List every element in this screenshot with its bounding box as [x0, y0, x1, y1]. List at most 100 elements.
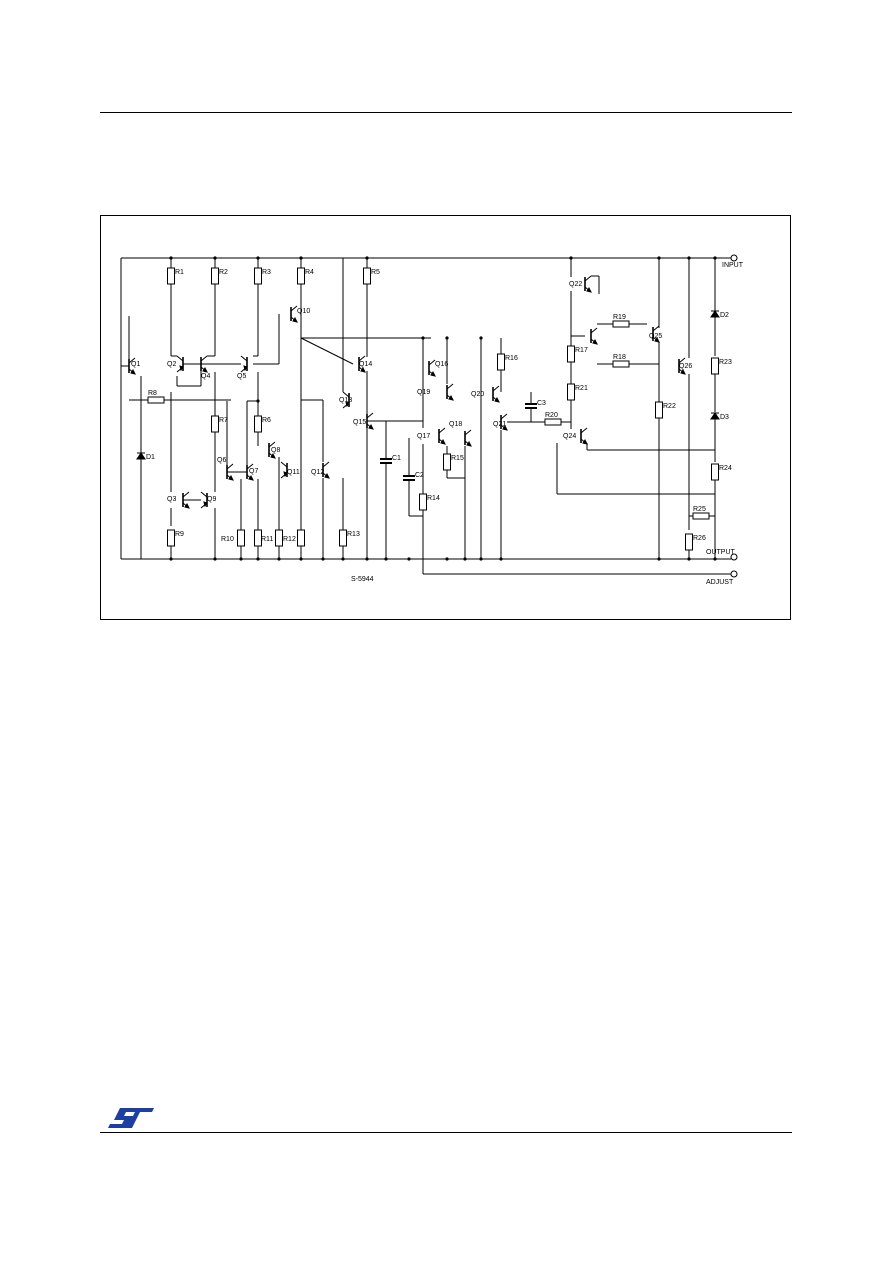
junction-dot — [479, 336, 483, 340]
transistor-q24-label: Q24 — [563, 433, 576, 440]
transistor-q9-label: Q9 — [207, 496, 216, 503]
resistor-r19 — [612, 320, 630, 328]
junction-dot — [239, 557, 243, 561]
transistor-q21 — [502, 425, 508, 431]
transistor-q6 — [226, 463, 234, 470]
junction-dot — [713, 256, 717, 260]
junction-dot — [713, 557, 717, 561]
resistor-r22 — [655, 401, 663, 419]
resistor-r15 — [443, 453, 451, 471]
junction-dot — [687, 557, 691, 561]
resistor-r13-label: R13 — [347, 531, 360, 538]
transistor-q10-label: Q10 — [297, 308, 310, 315]
resistor-r14-label: R14 — [427, 495, 440, 502]
transistor-q26 — [680, 369, 686, 375]
transistor-q15 — [368, 424, 374, 430]
transistor-q4-label: Q4 — [201, 373, 210, 380]
capacitor-c1-label: C1 — [392, 455, 401, 462]
resistor-r18-label: R18 — [613, 354, 626, 361]
junction-dot — [321, 557, 325, 561]
transistor-q2 — [176, 355, 184, 362]
transistor-q16 — [428, 359, 436, 366]
resistor-r16 — [497, 353, 505, 371]
transistor-q19 — [448, 395, 454, 401]
transistor-q15-label: Q15 — [353, 419, 366, 426]
resistor-r25-label: R25 — [693, 506, 706, 513]
transistor-q8-label: Q8 — [271, 447, 280, 454]
transistor-q11 — [283, 471, 288, 478]
capacitor-c2-label: C2 — [415, 472, 424, 479]
input-terminal — [730, 254, 738, 262]
junction-dot — [384, 557, 388, 561]
transistor-q1 — [130, 369, 136, 375]
transistor-q18 — [464, 429, 472, 436]
transistor-q8 — [270, 453, 276, 459]
transistor-q11-label: Q11 — [287, 469, 300, 476]
resistor-r18 — [612, 360, 630, 368]
resistor-r7-label: R7 — [219, 417, 228, 424]
junction-dot — [569, 256, 573, 260]
transistor-q12 — [322, 461, 330, 468]
transistor-q6 — [228, 475, 234, 481]
junction-dot — [365, 256, 369, 260]
diode-d2-label: D2 — [720, 312, 729, 319]
transistor-q7 — [246, 463, 254, 470]
resistor-r4 — [297, 267, 305, 285]
resistor-r21-label: R21 — [575, 385, 588, 392]
resistor-r5 — [363, 267, 371, 285]
transistor-q13 — [342, 391, 350, 398]
transistor-q7 — [248, 475, 254, 481]
junction-dot — [463, 557, 467, 561]
resistor-r26 — [685, 533, 693, 551]
transistor-q23 — [592, 339, 598, 345]
junction-dot — [421, 336, 425, 340]
resistor-r15-label: R15 — [451, 455, 464, 462]
transistor-q4 — [200, 355, 208, 362]
adjust-terminal-label: ADJUST — [706, 579, 734, 586]
junction-dot — [341, 557, 345, 561]
diode-d2 — [710, 310, 720, 318]
transistor-q2-label: Q2 — [167, 361, 176, 368]
capacitor-c3-label: C3 — [537, 400, 546, 407]
resistor-r12-label: R12 — [283, 536, 296, 543]
transistor-q15 — [366, 412, 374, 419]
resistor-r1-label: R1 — [175, 269, 184, 276]
input-terminal-label: INPUT — [722, 262, 744, 269]
resistor-r7 — [211, 415, 219, 433]
transistor-q25 — [652, 325, 660, 332]
resistor-r14 — [419, 493, 427, 511]
transistor-q4 — [202, 367, 208, 373]
st-logo — [108, 1108, 154, 1128]
junction-dot — [213, 256, 217, 260]
resistor-r5-label: R5 — [371, 269, 380, 276]
transistor-q5-label: Q5 — [237, 373, 246, 380]
resistor-r9 — [167, 529, 175, 547]
output-terminal — [730, 553, 738, 561]
transistor-q25-label: Q25 — [649, 333, 662, 340]
junction-dot — [445, 557, 449, 561]
junction-dot — [213, 557, 217, 561]
header-rule — [100, 112, 792, 113]
transistor-q25 — [654, 337, 660, 343]
junction-dot — [479, 557, 483, 561]
junction-dot — [657, 256, 661, 260]
transistor-q1 — [128, 357, 136, 364]
diode-d1-label: D1 — [146, 454, 155, 461]
resistor-r2 — [211, 267, 219, 285]
transistor-q26 — [678, 357, 686, 364]
transistor-q21-label: Q21 — [493, 421, 506, 428]
junction-dot — [445, 336, 449, 340]
transistor-q11 — [280, 461, 288, 468]
transistor-q12-label: Q12 — [311, 469, 324, 476]
transistor-q2 — [179, 365, 184, 372]
resistor-r10-label: R10 — [221, 536, 234, 543]
resistor-r20-label: R20 — [545, 412, 558, 419]
transistor-q21 — [500, 413, 508, 420]
junction-dot — [256, 557, 260, 561]
transistor-q23 — [590, 327, 598, 334]
transistor-q14 — [358, 355, 366, 362]
transistor-q5 — [243, 365, 248, 372]
transistor-q22 — [584, 275, 592, 282]
transistor-q22 — [586, 287, 592, 293]
